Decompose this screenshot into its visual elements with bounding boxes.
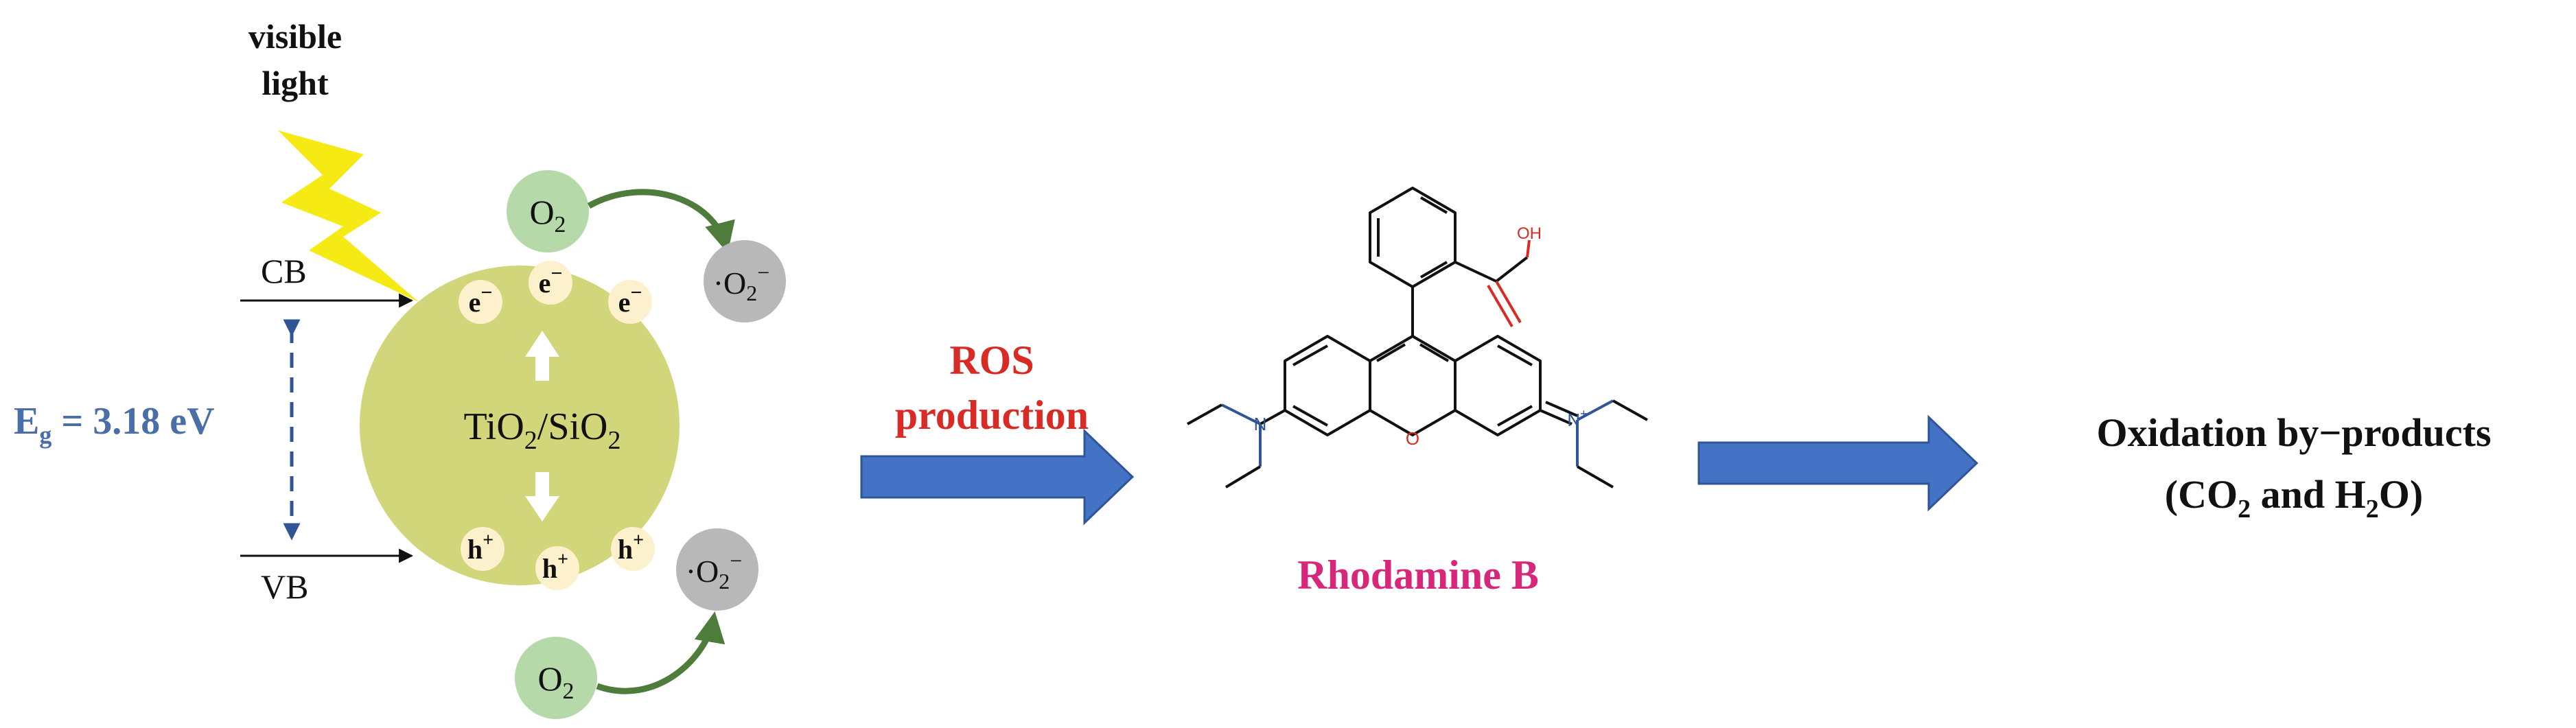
hole: h+ — [535, 546, 579, 590]
svg-text:·O2−: ·O2− — [686, 548, 743, 594]
down-arrow-icon — [525, 472, 559, 521]
products-label-line1: Oxidation by−products — [2096, 410, 2491, 455]
svg-text:O2: O2 — [529, 193, 566, 237]
svg-text:e−: e− — [618, 281, 642, 318]
rhodamine-b-structure — [1187, 187, 1648, 489]
rhodamine-b-label: Rhodamine B — [1297, 552, 1539, 598]
electron: e− — [608, 280, 652, 324]
svg-text:e−: e− — [539, 262, 563, 298]
amine-n-left-label: N — [1254, 414, 1267, 434]
svg-text:h+: h+ — [467, 530, 494, 565]
cb-label: CB — [261, 252, 307, 290]
production-label: production — [895, 392, 1089, 438]
oxygen-molecule-bottom: O2 — [515, 637, 597, 719]
hole: h+ — [461, 527, 504, 571]
hydroxyl-label: OH — [1517, 224, 1542, 243]
particle-label: TiO2/SiO2 — [464, 406, 621, 455]
reduction-curve-arrow-bottom — [596, 611, 726, 694]
reduction-curve-arrow-top — [587, 189, 735, 253]
process-arrow-2 — [1697, 414, 1979, 512]
svg-text:h+: h+ — [618, 530, 644, 565]
svg-text:·O2−: ·O2− — [713, 260, 770, 305]
lightning-bolt-icon — [278, 130, 419, 302]
ring-oxygen-label: O — [1406, 428, 1419, 449]
hole: h+ — [611, 527, 655, 571]
amine-n-right-label: N+ — [1567, 407, 1587, 430]
electron: e− — [529, 261, 572, 305]
ros-label: ROS — [949, 338, 1034, 383]
up-arrow-icon — [525, 331, 559, 381]
light-label-line2: light — [262, 64, 329, 102]
svg-text:h+: h+ — [542, 549, 568, 584]
light-label-line1: visible — [248, 17, 342, 56]
superoxide-radical-bottom: ·O2− — [676, 528, 758, 611]
vb-label: VB — [261, 567, 308, 606]
electron: e− — [459, 280, 502, 324]
svg-text:e−: e− — [469, 281, 493, 318]
tio2-sio2-particle — [360, 266, 680, 585]
svg-text:O2: O2 — [537, 659, 574, 704]
superoxide-radical-top: ·O2− — [704, 240, 786, 322]
products-label-line2: (CO2 and H2O) — [2165, 472, 2423, 524]
oxygen-molecule-top: O2 — [507, 170, 589, 253]
band-gap-label: Eg = 3.18 eV — [14, 400, 215, 449]
process-arrow-1 — [860, 428, 1135, 526]
